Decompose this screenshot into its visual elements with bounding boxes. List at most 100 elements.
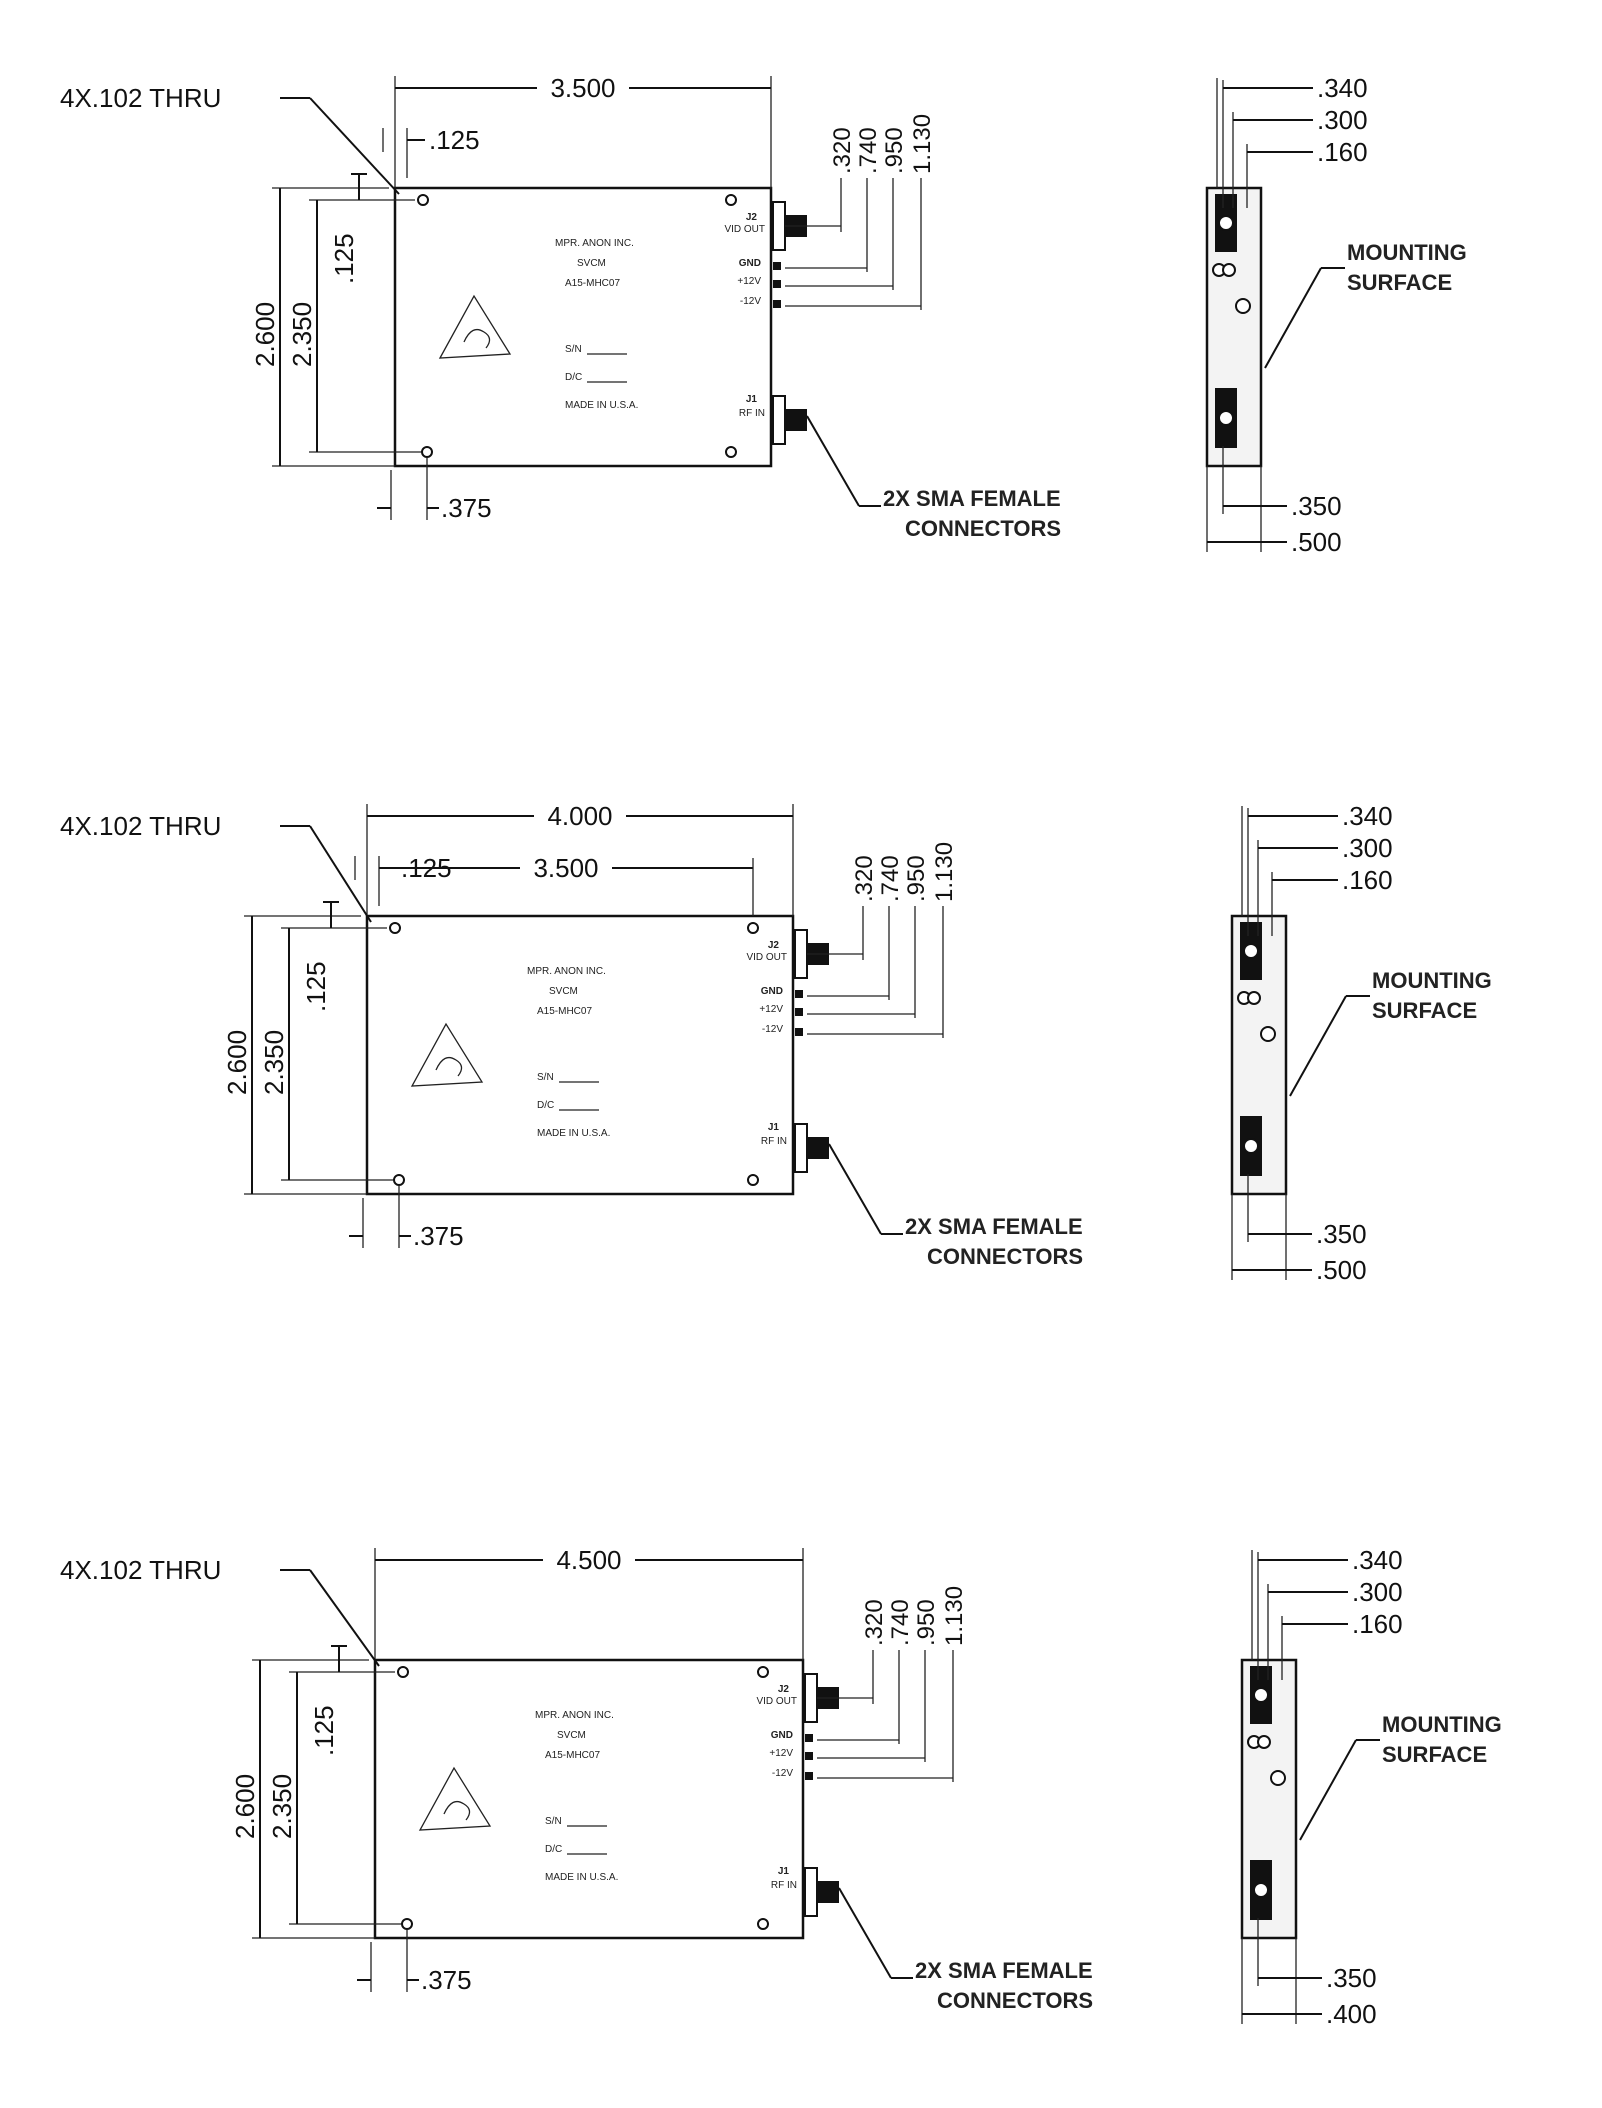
- module-body-front: [373, 1658, 805, 1940]
- offset-dim-1: .320: [829, 127, 856, 174]
- esd-warning-icon: [418, 1766, 492, 1831]
- mounting-hole: [725, 446, 737, 458]
- side-pin: [1260, 1026, 1276, 1042]
- mounting-hole: [401, 1918, 413, 1930]
- hole-spacing-dim: 3.500: [533, 853, 598, 883]
- hole-inset-y-dim: .125: [329, 233, 359, 284]
- side-bottom-dim-1: .350: [1326, 1963, 1377, 1993]
- hole-callout: 4X.102 THRU: [60, 811, 221, 841]
- mounting-label-2: SURFACE: [1347, 270, 1452, 295]
- label-part-number: A15-MHC07: [545, 1750, 600, 1761]
- label-gnd: GND: [739, 258, 761, 269]
- sma-connector-j2-flange: [794, 929, 808, 979]
- hole-inset-x-dim: .125: [401, 853, 452, 883]
- hole-callout: 4X.102 THRU: [60, 83, 221, 113]
- mounting-callout-leader: [1264, 267, 1322, 369]
- side-bottom-dim-1: .350: [1316, 1219, 1367, 1249]
- overall-width-dim: 4.500: [556, 1545, 621, 1575]
- side-dim-1: .340: [1342, 801, 1393, 831]
- label-date-code: D/C: [565, 372, 582, 383]
- side-dim-1: .340: [1317, 73, 1368, 103]
- mounting-label-1: MOUNTING: [1372, 968, 1492, 993]
- side-bottom-dim-2: .400: [1326, 1999, 1377, 2029]
- side-dim-2: .300: [1352, 1577, 1403, 1607]
- dim-text-bg: [520, 852, 612, 882]
- side-connector-j1-center: [1253, 1882, 1269, 1898]
- label-date-code: D/C: [537, 1100, 554, 1111]
- mounting-hole: [747, 922, 759, 934]
- connectors-label-1: 2X SMA FEMALE: [905, 1214, 1083, 1239]
- hole-callout: 4X.102 THRU: [60, 1555, 221, 1585]
- mounting-hole: [747, 1174, 759, 1186]
- supply-pin: [795, 990, 803, 998]
- supply-pin: [805, 1752, 813, 1760]
- label-gnd: GND: [771, 1730, 793, 1741]
- offset-dim-3: .950: [881, 127, 908, 174]
- mounting-hole: [397, 1666, 409, 1678]
- dim-text-bg: [537, 72, 629, 102]
- callout-leader: [309, 1569, 380, 1667]
- overall-width-dim: 4.000: [547, 801, 612, 831]
- label-date-code: D/C: [545, 1844, 562, 1855]
- hole-inset-y-dim: .125: [301, 961, 331, 1012]
- side-connector-j2-center: [1253, 1687, 1269, 1703]
- side-bottom-dim-2: .500: [1316, 1255, 1367, 1285]
- supply-pin: [773, 300, 781, 308]
- connector-callout-leader: [828, 1143, 882, 1235]
- side-dim-3: .160: [1317, 137, 1368, 167]
- height-dim: 2.600: [230, 1774, 260, 1839]
- hole-bottom-x-dim: .375: [421, 1965, 472, 1995]
- side-pin: [1235, 298, 1251, 314]
- mounting-label-1: MOUNTING: [1382, 1712, 1502, 1737]
- mounting-hole: [421, 446, 433, 458]
- label-gnd: GND: [761, 986, 783, 997]
- label-product: SVCM: [557, 1730, 586, 1741]
- sma-connector-j1: [807, 1137, 829, 1159]
- mounting-hole: [757, 1666, 769, 1678]
- mounting-label-2: SURFACE: [1372, 998, 1477, 1023]
- mounting-label-1: MOUNTING: [1347, 240, 1467, 265]
- label-j1: J1: [768, 1122, 780, 1133]
- label-pos-supply: +12V: [769, 1748, 793, 1759]
- offset-dim-1: .320: [861, 1599, 888, 1646]
- label-serial: S/N: [565, 344, 582, 355]
- mounting-callout-leader: [1299, 1739, 1357, 1841]
- label-product: SVCM: [577, 258, 606, 269]
- side-connector-j2-center: [1243, 943, 1259, 959]
- side-dim-2: .300: [1342, 833, 1393, 863]
- offset-dim-4: 1.130: [909, 114, 936, 174]
- label-pos-supply: +12V: [759, 1004, 783, 1015]
- sma-connector-j1-flange: [772, 395, 786, 445]
- sma-connector-j1-flange: [804, 1867, 818, 1917]
- label-made-in: MADE IN U.S.A.: [565, 400, 638, 411]
- label-j2-name: VID OUT: [746, 952, 787, 963]
- callout-leader: [309, 97, 400, 195]
- label-j2: J2: [768, 940, 780, 951]
- esd-hand-icon: [443, 1800, 471, 1821]
- label-neg-supply: -12V: [772, 1768, 793, 1779]
- side-bottom-dim-2: .500: [1291, 527, 1342, 557]
- height-dim: 2.600: [250, 302, 280, 367]
- label-serial: S/N: [545, 1816, 562, 1827]
- label-made-in: MADE IN U.S.A.: [545, 1872, 618, 1883]
- mounting-hole: [757, 1918, 769, 1930]
- offset-dim-1: .320: [851, 855, 878, 902]
- side-bottom-dim-1: .350: [1291, 491, 1342, 521]
- module-body-front: [393, 186, 773, 468]
- esd-warning-icon: [410, 1022, 484, 1087]
- side-dim-2: .300: [1317, 105, 1368, 135]
- label-j1-name: RF IN: [771, 1880, 797, 1891]
- esd-hand-icon: [435, 1056, 463, 1077]
- label-j1-name: RF IN: [761, 1136, 787, 1147]
- label-made-in: MADE IN U.S.A.: [537, 1128, 610, 1139]
- dim-text-bg: [543, 1544, 635, 1574]
- offset-dim-4: 1.130: [931, 842, 958, 902]
- side-connector-j1-center: [1243, 1138, 1259, 1154]
- overall-width-dim: 3.500: [550, 73, 615, 103]
- supply-pin: [773, 280, 781, 288]
- mounting-label-2: SURFACE: [1382, 1742, 1487, 1767]
- offset-dim-2: .740: [887, 1599, 914, 1646]
